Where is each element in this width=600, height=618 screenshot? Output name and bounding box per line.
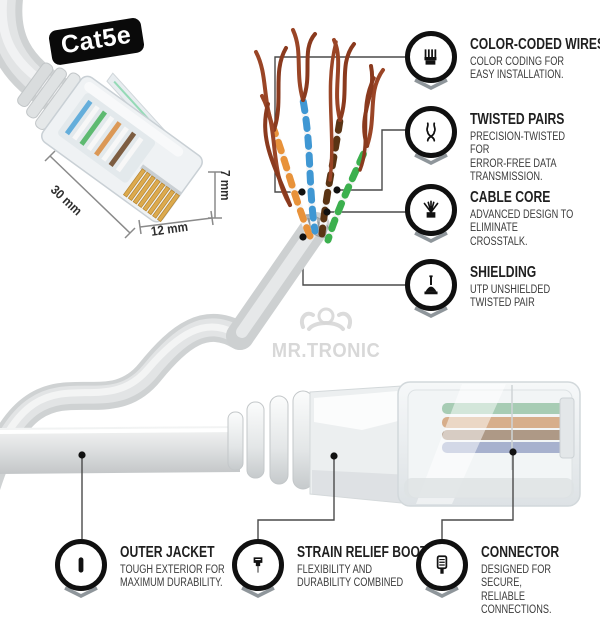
transparent-connector <box>397 381 581 507</box>
dimension-label-7mm: 7 mm <box>218 170 233 201</box>
cable-core-icon <box>423 200 439 218</box>
rj45-pins-icon <box>424 49 437 65</box>
feature-shielding: SHIELDING UTP UNSHIELDED TWISTED PAIR <box>405 259 570 323</box>
feature-circle <box>405 184 457 236</box>
feature-description: PRECISION-TWISTED FOR ERROR-FREE DATA TR… <box>470 130 566 184</box>
top-connector-photo <box>0 0 222 239</box>
feature-cable-core: CABLE CORE ADVANCED DESIGN TO ELIMINATE … <box>405 184 600 249</box>
feature-circle <box>232 539 284 591</box>
feature-circle <box>405 106 457 158</box>
callout-dots <box>78 186 517 460</box>
copper-strands <box>254 28 385 207</box>
feature-description: UTP UNSHIELDED TWISTED PAIR <box>470 283 551 310</box>
twisted-pair-icon <box>426 122 436 142</box>
chevron-pointer <box>414 231 448 243</box>
brand-name: MR.TRONIC <box>271 340 381 362</box>
feature-description: TOUGH EXTERIOR FOR MAXIMUM DURABILITY. <box>120 563 225 590</box>
chevron-pointer <box>241 586 275 598</box>
brand-watermark: MR.TRONIC <box>262 303 390 363</box>
feature-circle <box>405 31 457 83</box>
blue-pair <box>299 96 319 235</box>
shielding-icon <box>424 275 438 295</box>
feature-connector: CONNECTOR DESIGNED FOR SECURE, RELIABLE … <box>416 539 600 618</box>
feature-title: OUTER JACKET <box>120 544 215 561</box>
feature-color-coded-wires: COLOR-CODED WIRES COLOR CODING FOR EASY … <box>405 31 600 95</box>
stripped-cable-photo <box>226 28 385 350</box>
feature-strain-relief-boot: STRAIN RELIEF BOOT FLEXIBILITY AND DURAB… <box>232 539 469 603</box>
connector-icon <box>436 555 448 574</box>
feature-description: FLEXIBILITY AND DURABILITY COMBINED <box>297 563 404 590</box>
outer-jacket-cable <box>0 426 240 474</box>
cable-illustration-canvas <box>0 0 581 539</box>
feature-twisted-pairs: TWISTED PAIRS PRECISION-TWISTED FOR ERRO… <box>405 106 600 185</box>
outer-jacket-icon <box>78 557 84 573</box>
feature-circle <box>405 259 457 311</box>
rj45-connector <box>17 62 203 223</box>
feature-title: TWISTED PAIRS <box>470 111 565 128</box>
strain-relief-boot-icon <box>253 557 263 573</box>
orange-pair <box>270 126 314 240</box>
feature-circle <box>416 539 468 591</box>
bottom-connector-photo <box>0 313 581 507</box>
feature-title: CABLE CORE <box>470 189 551 206</box>
chevron-pointer <box>414 153 448 165</box>
chevron-pointer <box>425 586 459 598</box>
feature-description: ADVANCED DESIGN TO ELIMINATE CROSSTALK. <box>470 208 574 248</box>
twisted-pairs <box>270 96 371 244</box>
feature-description: DESIGNED FOR SECURE, RELIABLE CONNECTION… <box>481 563 552 617</box>
feature-title: SHIELDING <box>470 264 537 281</box>
chevron-pointer <box>414 306 448 318</box>
feature-title: COLOR-CODED WIRES <box>470 36 600 53</box>
chevron-pointer <box>64 586 98 598</box>
feature-circle <box>55 539 107 591</box>
feature-title: CONNECTOR <box>481 544 560 561</box>
chevron-pointer <box>414 78 448 90</box>
feature-description: COLOR CODING FOR EASY INSTALLATION. <box>470 55 565 82</box>
feature-outer-jacket: OUTER JACKET TOUGH EXTERIOR FOR MAXIMUM … <box>55 539 251 603</box>
gold-pins <box>122 168 180 223</box>
dimension-lines <box>44 150 222 239</box>
feature-title: STRAIN RELIEF BOOT <box>297 544 428 561</box>
leader-lines-bottom <box>81 452 514 539</box>
brand-logo-icon <box>300 307 352 331</box>
